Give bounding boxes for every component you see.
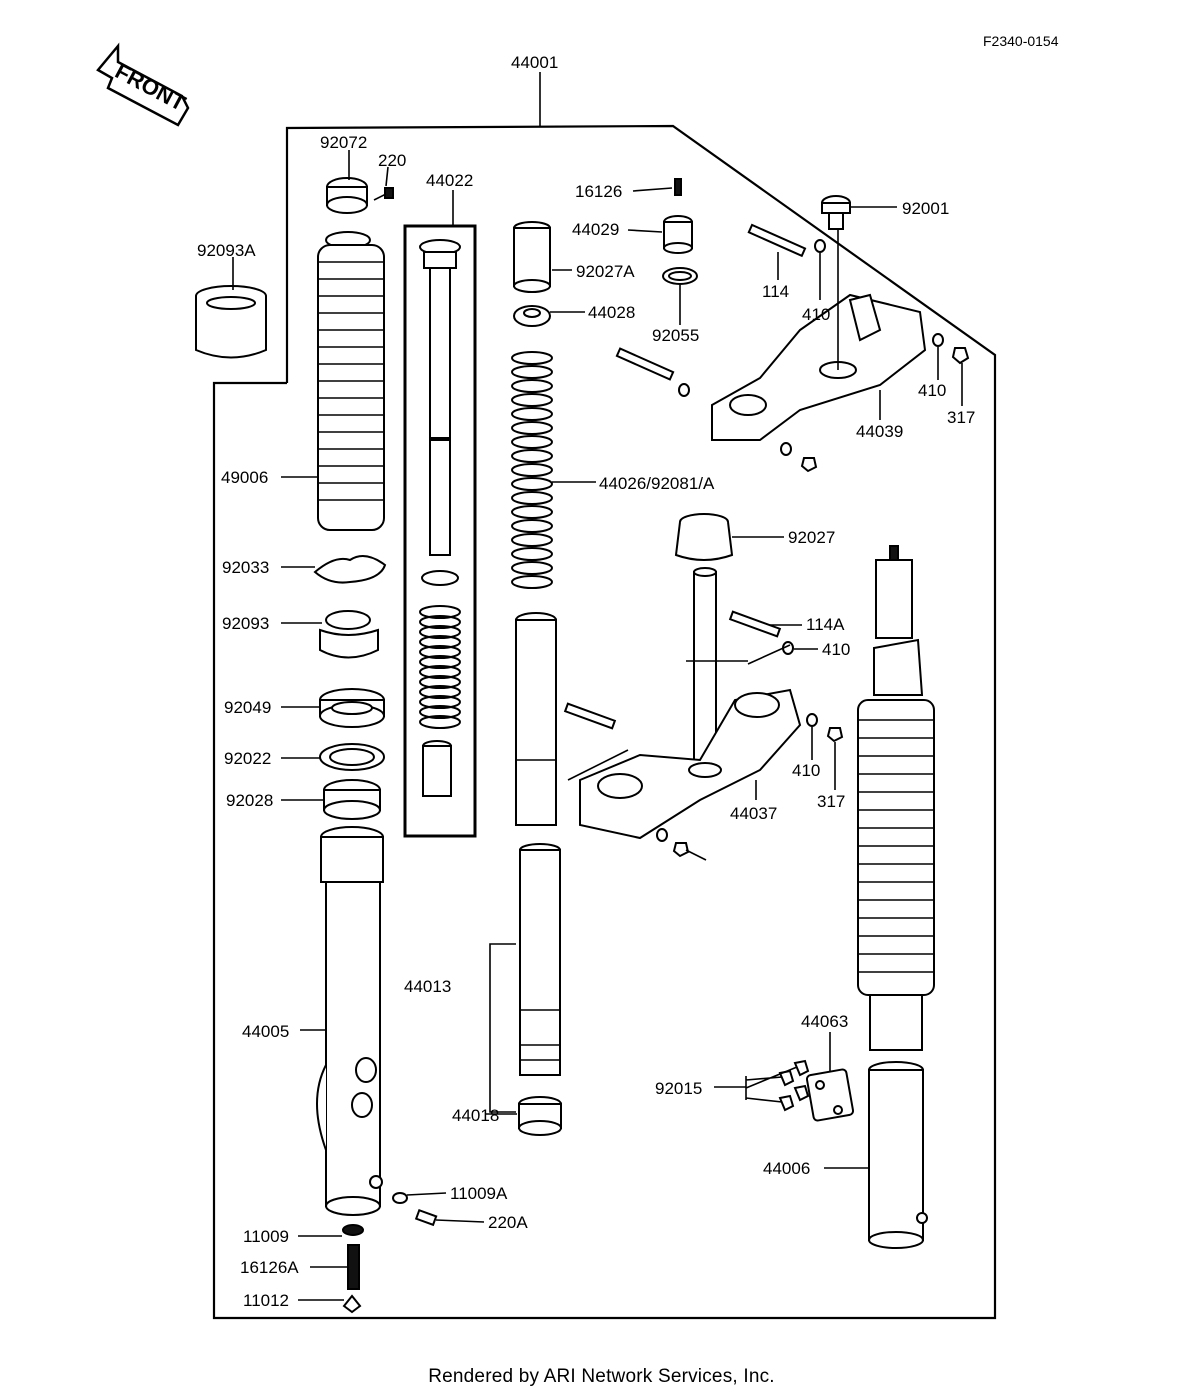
outer-tube-44006	[868, 1061, 928, 1249]
bolt-11012	[342, 1294, 362, 1314]
washer-11009	[342, 1224, 364, 1236]
label-220A: 220A	[488, 1213, 528, 1232]
bolt-220A	[414, 1208, 438, 1227]
leader-lines	[232, 150, 963, 1301]
label-92093A: 92093A	[197, 241, 256, 260]
label-49006: 49006	[221, 468, 268, 487]
bolt-upper-left	[615, 347, 675, 381]
label-317-low: 317	[817, 792, 845, 811]
bolt-lower-left	[563, 702, 617, 730]
label-92093: 92093	[222, 614, 269, 633]
damper-rod-44022	[419, 239, 461, 797]
rebound-spring	[419, 605, 461, 729]
valve-16126A	[347, 1244, 360, 1290]
axle-clamp-44063	[805, 1068, 855, 1122]
label-220: 220	[378, 151, 406, 170]
spacer-92027A	[513, 221, 551, 293]
label-44022: 44022	[426, 171, 473, 190]
bolt-114	[747, 223, 807, 258]
label-44006: 44006	[763, 1159, 810, 1178]
label-410-right: 410	[918, 381, 946, 400]
label-16126A: 16126A	[240, 1258, 299, 1277]
dust-seal-92093	[319, 610, 379, 659]
label-92072: 92072	[320, 133, 367, 152]
cap-92027	[674, 513, 734, 561]
bushing-92028	[323, 779, 381, 820]
bolt-114A	[728, 610, 782, 638]
label-11009: 11009	[243, 1227, 289, 1246]
clamp-92072	[326, 177, 368, 214]
label-44018: 44018	[452, 1106, 499, 1125]
label-11009A: 11009A	[450, 1184, 508, 1203]
part-labels: 44001 92072 220 44022 16126 92001 92093A…	[197, 53, 975, 1310]
valve-16126	[674, 178, 682, 196]
label-317-top: 317	[947, 408, 975, 427]
fork-spring-44026	[511, 351, 553, 589]
bolt-92001	[821, 195, 851, 230]
seal-92033	[313, 555, 387, 584]
label-410-mid: 410	[822, 640, 850, 659]
label-44063: 44063	[801, 1012, 848, 1031]
label-44013: 44013	[404, 977, 451, 996]
fork-top-right	[875, 545, 913, 639]
screw-220	[373, 187, 394, 201]
label-92033: 92033	[222, 558, 269, 577]
cartridge-box	[403, 224, 477, 838]
inner-tube-44013	[519, 843, 561, 1076]
label-44039: 44039	[856, 422, 903, 441]
label-44037: 44037	[730, 804, 777, 823]
outer-tube-44005	[316, 826, 384, 1216]
label-92027: 92027	[788, 528, 835, 547]
label-44001: 44001	[511, 53, 558, 72]
label-44029: 44029	[572, 220, 619, 239]
nuts-92015	[778, 1059, 810, 1112]
bushing-44018	[518, 1096, 562, 1136]
assembly-frame	[212, 72, 997, 1320]
label-92049: 92049	[224, 698, 271, 717]
nuts-44039	[678, 239, 970, 473]
bracket-44013	[489, 943, 516, 1113]
label-410-low: 410	[792, 761, 820, 780]
footer-credit: Rendered by ARI Network Services, Inc.	[428, 1366, 775, 1387]
nuts-44037	[656, 641, 844, 858]
o-ring-92055	[662, 267, 698, 285]
label-92022: 92022	[224, 749, 271, 768]
seat-44028	[513, 305, 551, 327]
label-44028: 44028	[588, 303, 635, 322]
label-92028: 92028	[226, 791, 273, 810]
stem-shaft	[693, 567, 717, 763]
label-92055: 92055	[652, 326, 699, 345]
label-92027A: 92027A	[576, 262, 635, 281]
label-410-top: 410	[802, 305, 830, 324]
cap-44029	[663, 215, 693, 254]
label-44026: 44026/92081/A	[599, 474, 715, 493]
front-arrow-icon: FRONT	[96, 42, 190, 127]
fork-boot-49006	[317, 231, 385, 531]
diagram-id: F2340-0154	[983, 33, 1059, 49]
boot-92093A	[195, 285, 267, 359]
lower-clamp-44037	[579, 688, 802, 840]
oil-seal-92049	[319, 688, 385, 728]
label-114: 114	[762, 282, 789, 301]
label-92001: 92001	[902, 199, 949, 218]
inner-tube-upper	[515, 612, 557, 826]
label-44005: 44005	[242, 1022, 289, 1041]
washer-92022	[319, 743, 385, 771]
label-11012: 11012	[243, 1291, 289, 1310]
label-92015: 92015	[655, 1079, 702, 1098]
label-16126: 16126	[575, 182, 622, 201]
label-114A: 114A	[806, 615, 845, 634]
washer-11009A	[392, 1192, 408, 1204]
fork-boot-right	[857, 638, 935, 1051]
